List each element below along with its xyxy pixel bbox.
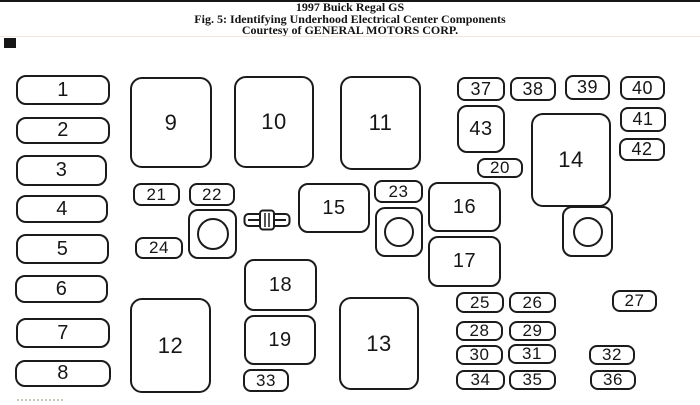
figure-header: 1997 Buick Regal GS Fig. 5: Identifying … [0, 0, 700, 37]
component-box-16: 16 [428, 182, 501, 232]
vehicle-title: 1997 Buick Regal GS [295, 0, 405, 14]
component-box-24: 24 [135, 237, 183, 259]
figure-caption: Fig. 5: Identifying Underhood Electrical… [194, 11, 506, 26]
mounting-hole [188, 209, 237, 259]
component-box-10: 10 [234, 76, 314, 168]
mounting-hole [562, 206, 613, 257]
component-box-15: 15 [298, 183, 370, 233]
component-box-4: 4 [16, 195, 108, 223]
component-box-34: 34 [456, 370, 505, 390]
mounting-hole-circle-icon [196, 218, 229, 250]
mounting-hole-circle-icon [384, 217, 414, 247]
component-box-31: 31 [508, 344, 556, 364]
component-box-25: 25 [456, 292, 504, 313]
component-box-33: 33 [243, 369, 289, 392]
scan-artifact-square [4, 38, 16, 48]
component-box-1: 1 [16, 75, 110, 105]
component-box-6: 6 [15, 275, 108, 303]
component-box-11: 11 [340, 76, 421, 170]
component-box-12: 12 [130, 298, 211, 393]
component-box-22: 22 [189, 183, 235, 206]
component-box-14: 14 [531, 113, 611, 207]
component-box-36: 36 [590, 370, 636, 390]
component-box-39: 39 [565, 75, 610, 100]
component-box-32: 32 [589, 345, 635, 365]
header-separator [0, 36, 700, 37]
component-box-35: 35 [509, 370, 556, 390]
component-box-30: 30 [456, 345, 503, 365]
component-box-26: 26 [509, 292, 556, 313]
bottom-dotted-line [17, 399, 63, 401]
top-black-bar [0, 0, 700, 2]
component-box-2: 2 [16, 117, 110, 144]
component-box-23: 23 [374, 180, 423, 203]
component-box-3: 3 [16, 155, 107, 186]
mounting-hole [375, 207, 423, 257]
mounting-hole-circle-icon [572, 216, 603, 247]
component-box-27: 27 [612, 290, 657, 312]
connector-clip-icon [243, 209, 291, 231]
component-box-20: 20 [477, 158, 523, 178]
courtesy-line: Courtesy of GENERAL MOTORS CORP. [241, 23, 459, 37]
component-box-38: 38 [510, 77, 556, 101]
component-box-9: 9 [130, 77, 212, 168]
component-box-19: 19 [244, 315, 316, 365]
component-box-17: 17 [428, 236, 501, 287]
component-box-37: 37 [457, 77, 505, 101]
component-box-21: 21 [133, 183, 180, 206]
component-box-13: 13 [339, 297, 419, 390]
component-box-18: 18 [244, 259, 317, 311]
component-box-28: 28 [456, 321, 503, 341]
component-box-43: 43 [457, 105, 505, 153]
component-box-40: 40 [620, 76, 665, 100]
component-box-8: 8 [15, 360, 111, 387]
component-box-7: 7 [16, 318, 110, 348]
component-box-42: 42 [619, 138, 665, 161]
component-box-29: 29 [509, 321, 556, 341]
component-box-41: 41 [620, 107, 666, 132]
component-box-5: 5 [16, 234, 109, 264]
